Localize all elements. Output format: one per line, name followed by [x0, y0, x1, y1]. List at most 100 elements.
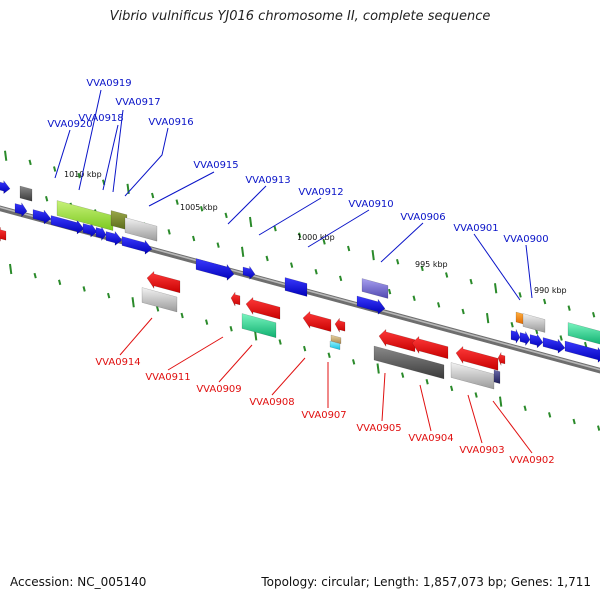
scale-tick	[241, 246, 245, 257]
scale-label: 1000 kbp	[297, 233, 335, 242]
forward-gene	[82, 222, 98, 238]
forward-gene	[32, 209, 52, 225]
scale-tick	[28, 159, 32, 166]
scale-tick	[151, 192, 155, 199]
forward-gene	[0, 179, 11, 195]
gene-feature	[110, 210, 128, 231]
gene-feature	[373, 345, 445, 380]
forward-gene-label: VVA0912	[298, 187, 343, 198]
scale-tick	[543, 298, 547, 305]
reverse-gene	[411, 335, 449, 360]
scale-tick	[192, 235, 196, 242]
gene-feature	[284, 277, 308, 297]
scale-tick	[77, 172, 81, 179]
scale-tick	[469, 278, 473, 285]
scale-tick	[412, 295, 416, 301]
gene-feature	[567, 322, 600, 345]
scale-tick	[200, 205, 204, 212]
forward-gene-label: VVA0920	[47, 119, 92, 130]
reverse-gene-label: VVA0911	[145, 372, 190, 383]
label-leader	[473, 233, 521, 301]
scale-tick	[303, 345, 307, 352]
accession-info: Accession: NC_005140	[10, 575, 146, 589]
scale-tick	[347, 245, 351, 252]
gene-feature	[124, 217, 158, 242]
label-leader	[218, 344, 253, 383]
label-leader	[102, 124, 119, 191]
scale-tick	[486, 312, 490, 324]
forward-gene	[50, 215, 85, 235]
scale-tick	[205, 319, 209, 325]
scale-tick	[510, 321, 514, 328]
scale-tick	[58, 279, 62, 286]
gene-feature	[241, 313, 277, 339]
scale-tick	[216, 242, 220, 248]
scale-tick	[131, 297, 135, 308]
scale-tick	[437, 302, 441, 308]
scale-tick	[224, 212, 228, 219]
gene-feature	[450, 362, 495, 390]
reverse-gene	[378, 328, 416, 353]
scale-tick	[592, 312, 596, 318]
label-leader	[467, 394, 483, 444]
forward-gene	[14, 201, 28, 218]
forward-gene	[242, 265, 256, 280]
reverse-gene	[0, 226, 7, 242]
scale-tick	[265, 255, 269, 262]
reverse-gene-label: VVA0907	[301, 410, 346, 421]
scale-tick	[445, 272, 449, 278]
forward-gene	[356, 295, 386, 315]
forward-gene-label: VVA0915	[193, 160, 238, 171]
scale-tick	[9, 263, 13, 275]
reverse-gene	[245, 296, 281, 320]
scale-tick	[597, 425, 600, 431]
scale-tick	[388, 288, 392, 295]
gene-feature	[361, 278, 389, 299]
scale-tick	[107, 292, 111, 299]
forward-gene-label: VVA0901	[453, 223, 498, 234]
scale-tick	[249, 216, 253, 228]
accession-label: Accession:	[10, 575, 74, 589]
gene-feature	[329, 340, 341, 351]
reverse-gene-label: VVA0909	[196, 384, 241, 395]
forward-gene-label: VVA0900	[503, 234, 548, 245]
scale-tick	[425, 378, 429, 385]
reverse-gene	[230, 291, 241, 307]
label-leader	[525, 244, 533, 299]
label-leader	[307, 209, 370, 248]
reverse-gene-label: VVA0903	[459, 445, 504, 456]
reverse-gene-label: VVA0908	[249, 397, 294, 408]
scale-tick	[494, 283, 498, 294]
forward-gene-label: VVA0906	[400, 212, 445, 223]
reverse-gene-label: VVA0904	[408, 433, 453, 444]
scale-tick	[371, 249, 375, 261]
scale-tick	[401, 372, 405, 378]
label-leader	[380, 222, 424, 263]
scale-tick	[298, 232, 302, 238]
label-leader-lines	[54, 89, 533, 454]
scale-tick	[82, 286, 86, 292]
forward-gene-label: VVA0910	[348, 199, 393, 210]
scale-tick	[461, 308, 465, 315]
scale-tick	[584, 341, 588, 348]
forward-gene-label: VVA0919	[86, 78, 131, 89]
reverse-gene	[146, 270, 181, 294]
scale-label: 990 kbp	[534, 286, 567, 295]
scale-tick	[273, 225, 277, 232]
scale-tick	[167, 229, 171, 235]
scale-tick	[518, 292, 522, 298]
label-leader	[271, 357, 306, 396]
gene-feature	[56, 200, 114, 231]
forward-gene-label: VVA0916	[148, 117, 193, 128]
scale-tick	[567, 305, 571, 311]
label-leader	[124, 127, 169, 197]
reverse-gene	[497, 351, 506, 366]
reverse-gene-label: VVA0914	[95, 357, 140, 368]
label-leader	[419, 384, 432, 432]
scale-tick	[53, 166, 57, 172]
scale-tick	[499, 396, 503, 407]
forward-gene	[529, 333, 544, 349]
gene-feature	[493, 369, 501, 384]
sequence-summary: Topology: circular; Length: 1,857,073 bp…	[261, 575, 591, 589]
